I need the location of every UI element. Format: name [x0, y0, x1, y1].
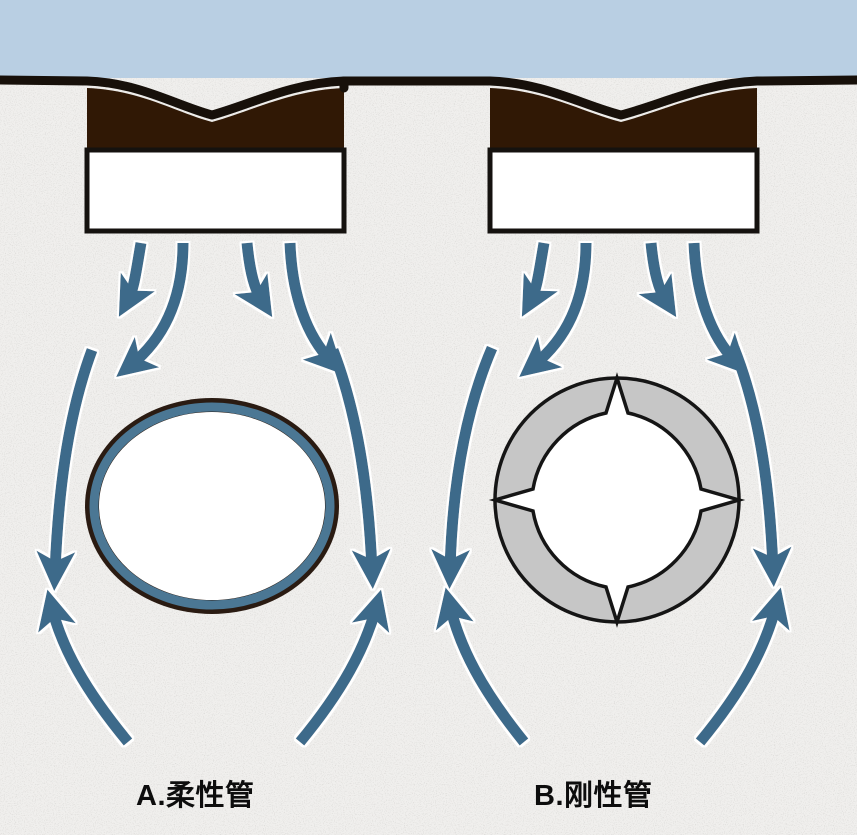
rigid-pipe-bore-with-cracks: [488, 372, 746, 628]
trench-block-a: [84, 147, 347, 234]
flexible-pipe-bore: [99, 412, 325, 600]
arrow-b-top-2: [519, 242, 592, 377]
arrow-a-top-2: [116, 242, 189, 377]
arrow-b-top-1: [521, 242, 558, 317]
ground-surface-line-a: [0, 75, 349, 120]
backfill-soil-b: [490, 88, 757, 151]
backfill-soil-a: [87, 88, 344, 151]
arrow-a-side-right: [327, 348, 391, 590]
arrow-a-top-4: [284, 242, 345, 375]
arrow-a-bottom-right: [295, 589, 390, 746]
arrow-a-bottom-left: [38, 589, 133, 746]
arrow-b-bottom-right: [695, 587, 790, 746]
caption-flexible-pipe: A.柔性管: [136, 780, 255, 812]
arrow-a-side-left: [36, 348, 98, 592]
arrow-b-top-4: [688, 242, 749, 375]
caption-rigid-pipe: B.刚性管: [534, 780, 653, 812]
arrow-b-bottom-left: [435, 587, 529, 746]
flexible-pipe-inner-ring: [89, 402, 335, 610]
arrow-a-top-1: [118, 242, 155, 317]
pressure-arrows-b: [431, 242, 792, 746]
flexible-pipe-a: [85, 398, 339, 614]
ground-surface-line-b: [339, 75, 857, 120]
arrow-b-side-left: [431, 345, 498, 590]
rigid-pipe-b: [488, 372, 746, 628]
arrow-a-top-3: [234, 242, 273, 318]
pressure-arrows-a: [36, 242, 391, 746]
arrow-b-top-3: [638, 242, 677, 318]
trench-block-b: [487, 147, 760, 234]
arrow-b-side-right: [728, 345, 792, 588]
